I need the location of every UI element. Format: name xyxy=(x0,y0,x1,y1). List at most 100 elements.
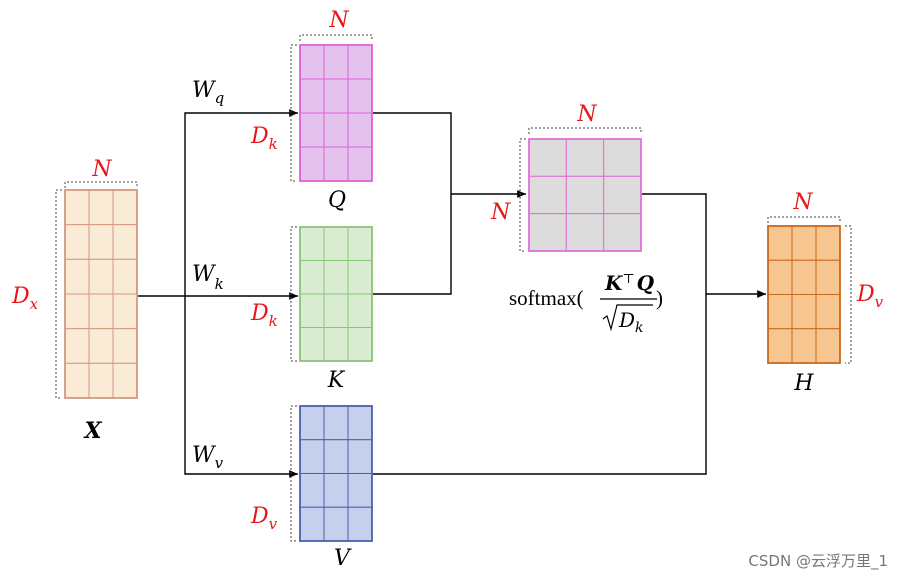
dimension-brackets xyxy=(55,34,852,542)
h-height-bracket xyxy=(845,225,852,364)
matrix-cell xyxy=(88,189,114,226)
matrix-cell xyxy=(603,138,642,177)
x-name-label: X xyxy=(82,418,102,444)
matrix-cell xyxy=(347,44,373,80)
matrix-cell xyxy=(767,259,793,295)
x-width-bracket xyxy=(64,181,138,188)
matrix-cell xyxy=(112,189,138,226)
attention-out-line xyxy=(373,193,707,475)
h-width-label: N xyxy=(792,190,813,215)
matrix-cell xyxy=(603,175,642,215)
softmax-d: D xyxy=(618,308,635,332)
matrix-border xyxy=(64,189,138,399)
softmax-close: ) xyxy=(656,286,663,310)
matrix-cell xyxy=(347,473,373,508)
wq-label: Wq xyxy=(192,78,224,107)
matrix-v xyxy=(299,405,373,542)
wv-sub: v xyxy=(215,454,224,472)
v-height-sub: v xyxy=(269,515,278,533)
v-height-label: Dv xyxy=(250,504,278,533)
matrix-k xyxy=(299,226,373,362)
matrix-cell xyxy=(347,226,373,261)
matrix-cell xyxy=(323,78,349,114)
matrix-cell xyxy=(347,112,373,148)
matrix-cell xyxy=(299,44,325,80)
wk-label: Wk xyxy=(192,262,224,293)
softmax-k: K xyxy=(604,271,624,295)
matrix-cell xyxy=(347,506,373,542)
matrix-cell xyxy=(88,258,114,295)
wk-sub: k xyxy=(215,275,224,293)
q-width-label: N xyxy=(328,8,349,33)
matrix-cell xyxy=(347,78,373,114)
matrix-border xyxy=(299,405,373,542)
branch-to-v-arrow xyxy=(184,296,298,478)
matrix-cell xyxy=(323,439,349,474)
wq-sub: q xyxy=(215,89,225,107)
wv-base: W xyxy=(192,443,217,468)
q-height-label: Dk xyxy=(250,124,278,153)
softmax-func: softmax( xyxy=(509,286,584,310)
v-height-bracket xyxy=(290,405,297,542)
h-name-label: H xyxy=(793,371,814,396)
matrix-border xyxy=(528,138,642,252)
q-height-bracket xyxy=(290,44,297,182)
wk-base: W xyxy=(192,262,217,287)
matrix-cell xyxy=(64,258,90,295)
matrix-cell xyxy=(767,328,793,364)
matrix-cell xyxy=(323,473,349,508)
matrix-cell xyxy=(64,224,90,260)
matrix-cell xyxy=(112,328,138,364)
matrix-cell xyxy=(112,362,138,399)
h-height-base: D xyxy=(856,282,875,307)
sqrt-sign xyxy=(602,304,653,332)
matrix-cell xyxy=(767,225,793,261)
matrix-cell xyxy=(299,473,325,508)
wv-label: Wv xyxy=(192,443,224,472)
matrix-cell xyxy=(815,259,841,295)
matrix-cell xyxy=(299,293,325,328)
matrix-cell xyxy=(791,328,817,364)
matrix-x xyxy=(64,189,138,399)
matrix-cell xyxy=(88,224,114,260)
matrix-cell xyxy=(815,225,841,261)
matrix-cell xyxy=(64,189,90,226)
matrix-cell xyxy=(299,506,325,542)
v-name-label: V xyxy=(334,546,352,571)
matrix-cell xyxy=(323,226,349,261)
h-height-label: Dv xyxy=(856,282,884,311)
matrix-cell xyxy=(323,44,349,80)
x-width-label: N xyxy=(91,157,112,182)
matrix-cell xyxy=(323,506,349,542)
matrix-cell xyxy=(323,327,349,362)
matrix-cell xyxy=(565,175,605,215)
matrix-cell xyxy=(347,146,373,182)
q-height-base: D xyxy=(250,124,269,149)
x-height-base: D xyxy=(11,284,30,309)
matrix-cell xyxy=(299,112,325,148)
branch-to-q-arrow xyxy=(184,109,298,296)
matrix-cell xyxy=(323,293,349,328)
matrix-border xyxy=(767,225,841,364)
matrix-cell xyxy=(323,260,349,295)
matrix-cell xyxy=(299,146,325,182)
matrix-cell xyxy=(112,258,138,295)
matrix-cell xyxy=(323,405,349,441)
x-height-sub: x xyxy=(30,295,39,313)
matrix-cell xyxy=(603,213,642,252)
matrix-cell xyxy=(347,327,373,362)
matrix-cell xyxy=(64,328,90,364)
matrix-cell xyxy=(112,293,138,330)
matrix-cell xyxy=(323,146,349,182)
matrix-cell xyxy=(565,138,605,177)
watermark: CSDN @云浮万里_1 xyxy=(748,552,888,571)
matrix-q xyxy=(299,44,373,182)
k-height-label: Dk xyxy=(250,301,278,330)
matrix-cell xyxy=(299,260,325,295)
matrix-cell xyxy=(528,138,567,177)
q-width-bracket xyxy=(299,34,373,41)
k-height-sub: k xyxy=(269,312,278,330)
att-width-label: N xyxy=(576,102,597,127)
matrix-cell xyxy=(347,293,373,328)
